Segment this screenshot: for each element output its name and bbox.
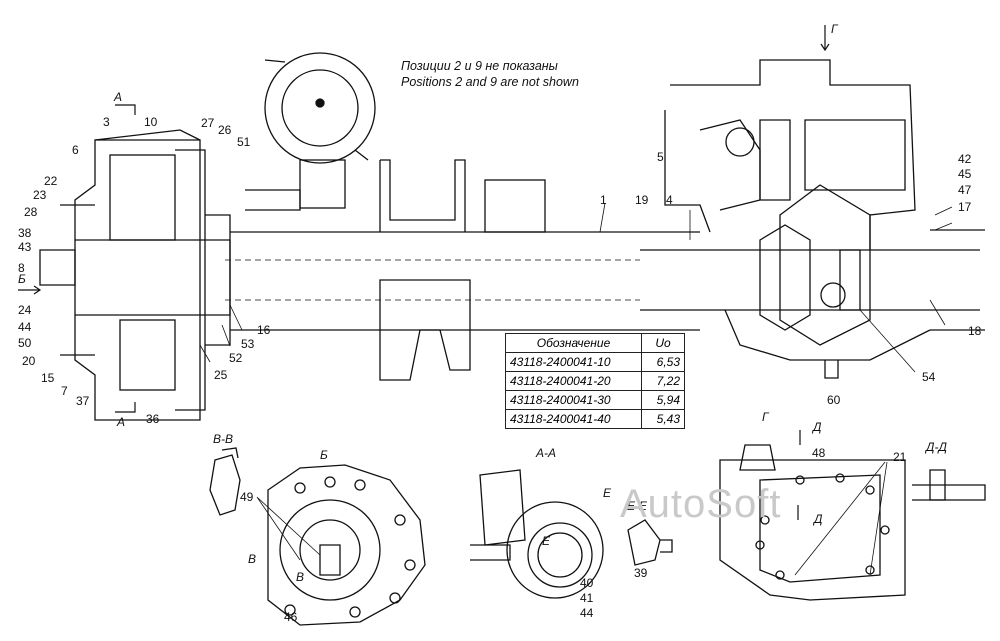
leader-lines [199, 202, 953, 576]
callout-50: 50 [18, 336, 32, 350]
callout-60: 60 [827, 393, 841, 407]
callout-22: 22 [44, 174, 58, 188]
view-label-aa: А-А [536, 446, 557, 460]
callout-8: 8 [18, 261, 25, 275]
callout-17: 17 [958, 200, 972, 214]
callout-7: 7 [61, 384, 68, 398]
table-cell: 6,53 [641, 352, 685, 372]
table-cell: 43118-2400041-10 [505, 352, 642, 372]
callout-10: 10 [144, 115, 158, 129]
callout-41: 41 [580, 591, 594, 605]
callout-5: 5 [657, 150, 664, 164]
view-aa-brake [470, 469, 604, 599]
callout-49: 49 [240, 490, 254, 504]
callout-21: 21 [893, 450, 907, 464]
view-label-dd: Д-Д [926, 440, 947, 454]
section-mark-a-bottom: А [117, 415, 126, 429]
view-ee-detail [627, 519, 673, 566]
section-mark-b: Б [18, 272, 26, 286]
table-cell: 43118-2400041-30 [505, 390, 642, 410]
section-arrows [18, 25, 830, 520]
callout-48: 48 [812, 446, 826, 460]
callout-45: 45 [958, 167, 972, 181]
table-row: 43118-2400041-10 6,53 [505, 352, 685, 372]
table-row: 43118-2400041-20 7,22 [505, 371, 685, 391]
wheel-hub [39, 129, 231, 421]
callout-4: 4 [666, 193, 673, 207]
view-dd-detail [912, 469, 986, 501]
callout-46: 46 [284, 610, 298, 624]
callout-1: 1 [600, 193, 607, 207]
table-header-designation: Обозначение [505, 333, 642, 353]
callout-6: 6 [72, 143, 79, 157]
note-positions-not-shown: Позиции 2 и 9 не показаны Positions 2 an… [401, 58, 579, 90]
section-mark-v1: В [248, 552, 257, 566]
table-header-ratio: Uо [641, 333, 685, 353]
axle-housing-tube [225, 229, 985, 331]
table-row: 43118-2400041-40 5,43 [505, 409, 685, 429]
callout-27: 27 [201, 116, 215, 130]
callout-16: 16 [257, 323, 271, 337]
section-mark-v2: В [296, 570, 305, 584]
callout-19: 19 [635, 193, 649, 207]
table-cell: 5,43 [641, 409, 685, 429]
table-row: 43118-2400041-30 5,94 [505, 390, 685, 410]
view-label-g: Г [762, 410, 769, 424]
callout-20: 20 [22, 354, 36, 368]
note-line-ru: Позиции 2 и 9 не показаны [401, 59, 558, 73]
callout-28: 28 [24, 205, 38, 219]
brake-chamber [245, 52, 376, 211]
callout-51: 51 [237, 135, 251, 149]
callout-44-left: 44 [18, 320, 32, 334]
gear-ratio-table: Обозначение Uо 43118-2400041-10 6,53 431… [505, 333, 685, 429]
table-cell: 43118-2400041-40 [505, 409, 642, 429]
callout-39: 39 [634, 566, 648, 580]
callout-54: 54 [922, 370, 936, 384]
callout-47: 47 [958, 183, 972, 197]
watermark: AutoSoft [620, 482, 782, 526]
callout-53: 53 [241, 337, 255, 351]
callout-38: 38 [18, 226, 32, 240]
view-label-vv: В-В [213, 432, 234, 446]
callout-26: 26 [218, 123, 232, 137]
spring-seat [379, 159, 546, 381]
table-cell: 7,22 [641, 371, 685, 391]
section-mark-d-top: Д [813, 420, 822, 434]
section-mark-e-inner: Е [542, 534, 551, 548]
section-mark-a-top: А [114, 90, 123, 104]
callout-25: 25 [214, 368, 228, 382]
view-vv-fitting [209, 447, 241, 516]
callout-15: 15 [41, 371, 55, 385]
callout-37: 37 [76, 394, 90, 408]
callout-42: 42 [958, 152, 972, 166]
callout-44: 44 [580, 606, 594, 620]
callout-36: 36 [146, 412, 160, 426]
differential-carrier [664, 59, 931, 379]
callout-24: 24 [18, 303, 32, 317]
callout-40: 40 [580, 576, 594, 590]
view-label-b: Б [320, 448, 328, 462]
table-cell: 5,94 [641, 390, 685, 410]
callout-18: 18 [968, 324, 982, 338]
view-b-hub-flange [267, 464, 426, 626]
callout-23: 23 [33, 188, 47, 202]
section-mark-g: Г [831, 22, 838, 36]
callout-3: 3 [103, 115, 110, 129]
note-line-en: Positions 2 and 9 are not shown [401, 75, 579, 89]
callout-43: 43 [18, 240, 32, 254]
view-label-ee: Е-Е [627, 499, 648, 513]
callout-52: 52 [229, 351, 243, 365]
section-mark-e: Е [603, 486, 612, 500]
section-mark-d-mid: Д [814, 512, 823, 526]
table-cell: 43118-2400041-20 [505, 371, 642, 391]
